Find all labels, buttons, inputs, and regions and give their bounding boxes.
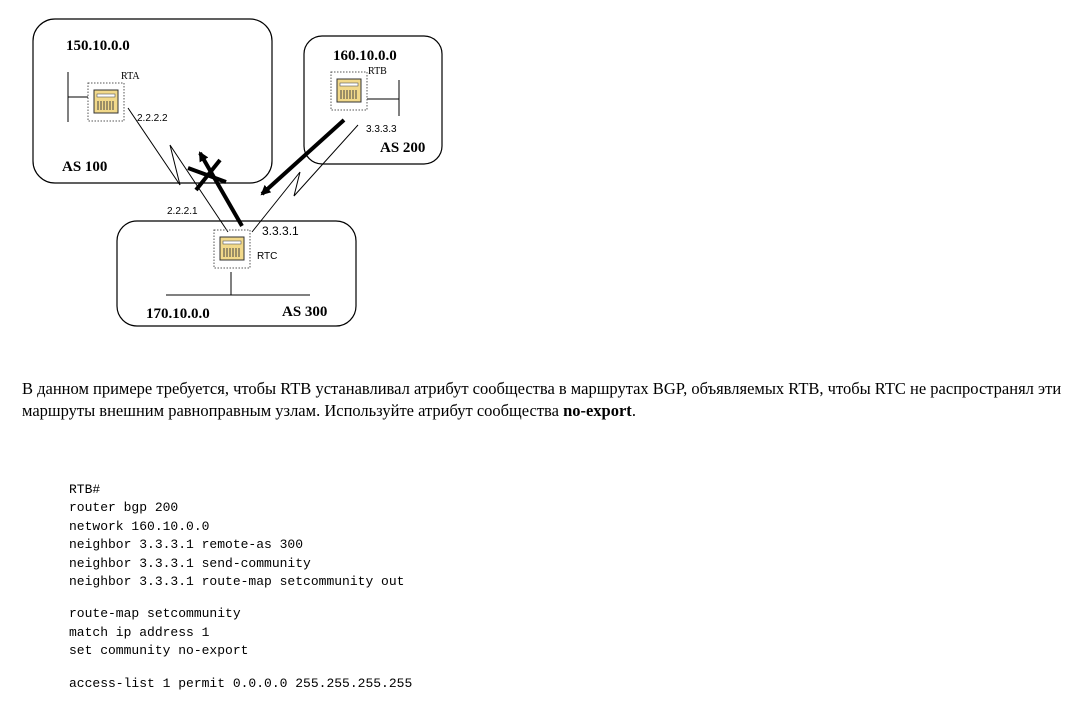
rtc-ip-left-label: 2.2.2.1 — [167, 206, 198, 217]
config-line: neighbor 3.3.3.1 send-community — [69, 555, 311, 571]
config-spacer — [69, 591, 412, 605]
rtc-name-label: RTC — [257, 251, 277, 262]
rtc-ip-right-label: 3.3.3.1 — [262, 224, 299, 238]
config-line: route-map setcommunity — [69, 606, 241, 622]
as100-network-label: 150.10.0.0 — [66, 38, 130, 54]
config-line: set community no-export — [69, 643, 249, 659]
as300-label: AS 300 — [282, 304, 327, 320]
as200-network-label: 160.10.0.0 — [333, 48, 397, 64]
advertisement-arrow-rtb-to-rtc — [260, 118, 346, 196]
blocked-cross-mark — [187, 158, 227, 192]
config-line: neighbor 3.3.3.1 remote-as 300 — [69, 537, 304, 553]
as200-boundary — [303, 35, 443, 165]
config-line: network 160.10.0.0 — [69, 518, 210, 534]
link-rtb-rtc — [251, 124, 359, 233]
config-line: match ip address 1 — [69, 624, 210, 640]
lan-segments — [67, 72, 400, 296]
config-line: router bgp 200 — [69, 500, 179, 516]
rtb-config-block: RTB# router bgp 200 network 160.10.0.0 n… — [69, 481, 412, 693]
as200-label: AS 200 — [380, 140, 425, 156]
description-paragraph: В данном примере требуется, чтобы RTB ус… — [22, 378, 1062, 422]
config-spacer — [69, 661, 412, 675]
description-text: В данном примере требуется, чтобы RTB ус… — [22, 379, 1062, 420]
config-line: RTB# — [69, 482, 101, 497]
as100-label: AS 100 — [62, 159, 107, 175]
config-line: access-list 1 permit 0.0.0.0 255.255.255… — [69, 675, 413, 691]
topology-svg: 150.10.0.0 AS 100 160.10.0.0 AS 200 170.… — [32, 18, 443, 327]
as300-network-label: 170.10.0.0 — [146, 306, 210, 322]
blocked-arrow-rtc-to-rta — [198, 151, 244, 227]
config-line: neighbor 3.3.3.1 route-map setcommunity … — [69, 574, 405, 590]
as100-boundary — [32, 18, 273, 184]
rta-name-label: RTA — [121, 71, 140, 82]
description-end: . — [631, 401, 636, 420]
rtb-ip-label: 3.3.3.3 — [366, 124, 397, 135]
rtb-name-label: RTB — [368, 66, 387, 77]
as300-boundary — [116, 220, 357, 327]
bgp-topology-diagram: 150.10.0.0 AS 100 160.10.0.0 AS 200 170.… — [0, 0, 1082, 340]
router-rta — [87, 82, 125, 122]
rta-ip-label: 2.2.2.2 — [137, 113, 168, 124]
router-rtc — [213, 229, 251, 269]
router-rtb — [330, 71, 368, 111]
description-keyword: no-export — [563, 401, 632, 420]
